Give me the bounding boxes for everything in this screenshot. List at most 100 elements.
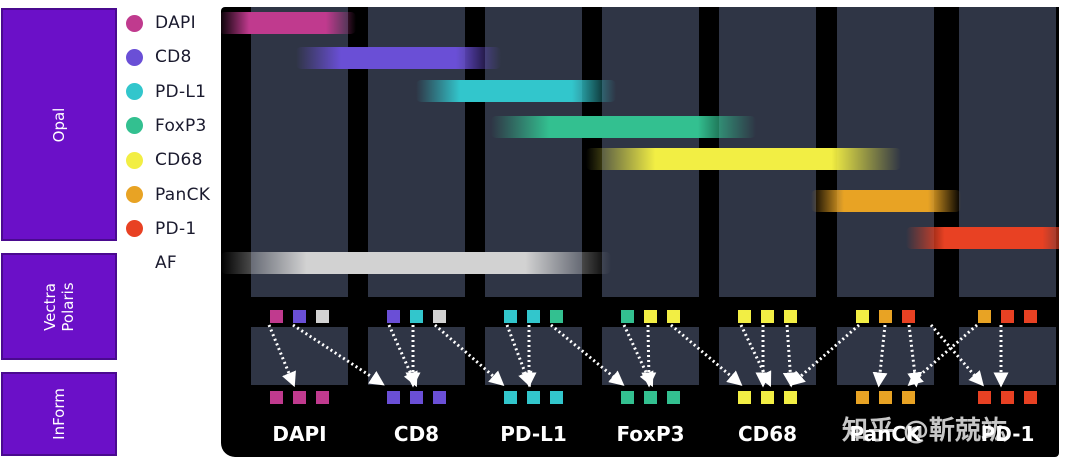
legend-label: CD8 <box>155 47 192 68</box>
unmixed-channel-square <box>784 391 797 404</box>
unmixing-arrow <box>267 324 296 388</box>
unmixed-channel-square <box>527 391 540 404</box>
unmixing-arrow <box>622 324 654 388</box>
detected-channel-square <box>761 310 774 323</box>
detected-channel-square <box>316 310 329 323</box>
unmixed-channel-square <box>879 391 892 404</box>
unmixed-channel-square <box>667 391 680 404</box>
legend-swatch <box>126 220 143 238</box>
opal-label: Opal <box>50 107 68 142</box>
unmixed-channel-square <box>856 391 869 404</box>
detected-channel-square <box>784 310 797 323</box>
detected-channel-square <box>667 310 680 323</box>
detected-channel-square <box>879 310 892 323</box>
column-label: PD-1 <box>980 422 1035 446</box>
unmixed-channel-square <box>1024 391 1037 404</box>
column-background <box>602 327 699 385</box>
column-background <box>959 7 1056 297</box>
unmixed-channel-square <box>1001 391 1014 404</box>
detected-channel-square <box>410 310 423 323</box>
vectra-polaris-label: Vectra Polaris <box>41 281 77 332</box>
unmixed-channel-square <box>270 391 283 404</box>
unmixed-channel-square <box>293 391 306 404</box>
legend-item: AF <box>126 248 177 278</box>
emission-band <box>491 116 756 138</box>
column-background <box>368 327 465 385</box>
column-label: DAPI <box>272 422 327 446</box>
column-label: CD68 <box>737 422 798 446</box>
unmixing-arrow <box>739 324 772 388</box>
detected-channel-square <box>270 310 283 323</box>
unmixed-channel-square <box>410 391 423 404</box>
unmixed-channel-square <box>902 391 915 404</box>
opal-box: Opal <box>1 8 117 241</box>
detected-channel-square <box>621 310 634 323</box>
legend-label: CD68 <box>155 150 203 171</box>
unmixing-arrow <box>550 323 625 386</box>
legend-label: PanCK <box>155 184 211 205</box>
detected-channel-square <box>293 310 306 323</box>
detected-channel-square <box>527 310 540 323</box>
unmixing-panel <box>221 7 1059 457</box>
column-background <box>485 7 582 297</box>
legend-label: AF <box>155 253 178 274</box>
column-label: CD8 <box>393 422 440 446</box>
legend-label: PD-1 <box>155 218 197 239</box>
legend-label: DAPI <box>155 13 196 33</box>
detected-channel-square <box>387 310 400 323</box>
detected-channel-square <box>978 310 991 323</box>
column-background <box>719 327 816 385</box>
spectral-diagram <box>221 7 1059 404</box>
unmixed-channel-square <box>621 391 634 404</box>
emission-band <box>586 148 901 170</box>
unmixed-channel-square <box>738 391 751 404</box>
legend-swatch <box>126 14 143 32</box>
legend-label: FoxP3 <box>155 115 207 136</box>
column-label: PanCK <box>849 422 922 446</box>
legend-item: CD68 <box>126 145 203 175</box>
watermark-text: 知乎 @靳兢竑 <box>842 416 1008 446</box>
column-background <box>485 327 582 385</box>
detected-channel-square <box>433 310 446 323</box>
legend-label: PD-L1 <box>155 81 207 102</box>
unmixed-channel-square <box>644 391 657 404</box>
legend-swatch <box>126 117 143 135</box>
emission-band <box>296 47 501 69</box>
unmixed-channel-square <box>504 391 517 404</box>
detected-channel-square <box>902 310 915 323</box>
unmixing-arrow <box>387 324 418 388</box>
legend-swatch <box>126 83 143 101</box>
detected-channel-square <box>644 310 657 323</box>
column-background <box>837 327 934 385</box>
unmixed-channel-square <box>316 391 329 404</box>
detected-channel-square <box>504 310 517 323</box>
unmixed-channel-square <box>550 391 563 404</box>
column-label: FoxP3 <box>616 422 685 446</box>
detected-channel-square <box>856 310 869 323</box>
emission-band <box>416 80 616 102</box>
emission-band <box>906 227 1059 249</box>
unmixed-channel-square <box>387 391 400 404</box>
legend-item: CD8 <box>126 42 192 72</box>
detected-channel-square <box>1024 310 1037 323</box>
legend-item: FoxP3 <box>126 111 207 141</box>
legend-item: PD-1 <box>126 214 197 244</box>
column-label: PD-L1 <box>500 422 567 446</box>
legend-swatch <box>126 48 143 66</box>
unmixed-channel-square <box>761 391 774 404</box>
legend-swatch <box>126 255 143 272</box>
legend-item: DAPI <box>126 8 196 38</box>
inform-box: InForm <box>1 372 117 456</box>
detected-channel-square <box>1001 310 1014 323</box>
legend-swatch <box>126 151 143 169</box>
legend-item: PD-L1 <box>126 77 206 107</box>
emission-band <box>811 190 961 212</box>
detected-channel-square <box>738 310 751 323</box>
legend-swatch <box>126 186 143 203</box>
detected-channel-square <box>550 310 563 323</box>
inform-label: InForm <box>50 388 68 440</box>
unmixed-channel-square <box>978 391 991 404</box>
unmixed-channel-square <box>433 391 446 404</box>
emission-band <box>221 252 611 274</box>
column-background <box>251 327 348 385</box>
